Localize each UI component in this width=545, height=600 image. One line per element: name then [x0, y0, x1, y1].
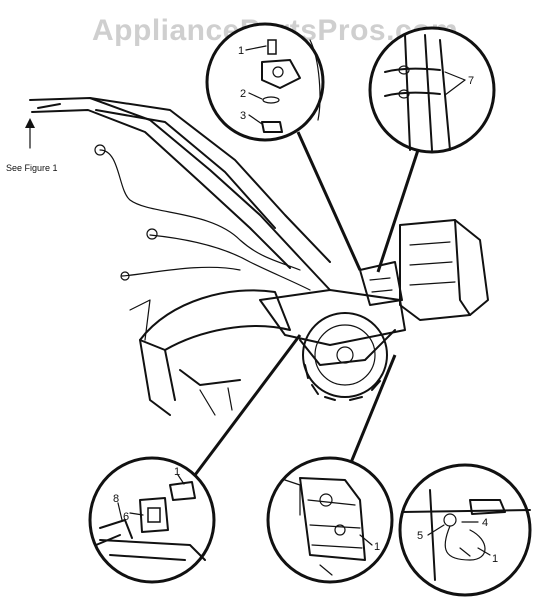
part-number-1: 1	[174, 466, 180, 478]
part-number-1: 1	[374, 541, 380, 553]
part-number-7: 7	[468, 75, 474, 87]
callout-bottom-right: 4 5 1	[398, 463, 532, 597]
part-number-1: 1	[492, 553, 498, 565]
tiller-illustration	[29, 97, 489, 416]
part-number-6: 6	[123, 511, 129, 523]
part-number-3: 3	[240, 110, 246, 122]
see-figure-reference: See Figure 1	[6, 118, 58, 173]
callout-top-right: 7	[368, 26, 496, 154]
part-number-4: 4	[482, 517, 488, 529]
part-number-5: 5	[417, 530, 423, 542]
see-figure-label: See Figure 1	[6, 163, 58, 173]
callout-bottom-middle: 1	[266, 456, 394, 584]
callout-bottom-left: 1 8 6	[88, 456, 216, 584]
leader-lines	[193, 131, 420, 476]
part-number-8: 8	[113, 493, 119, 505]
part-number-1: 1	[238, 45, 244, 57]
callout-top-left: 1 2 3	[205, 22, 325, 142]
part-number-2: 2	[240, 88, 246, 100]
